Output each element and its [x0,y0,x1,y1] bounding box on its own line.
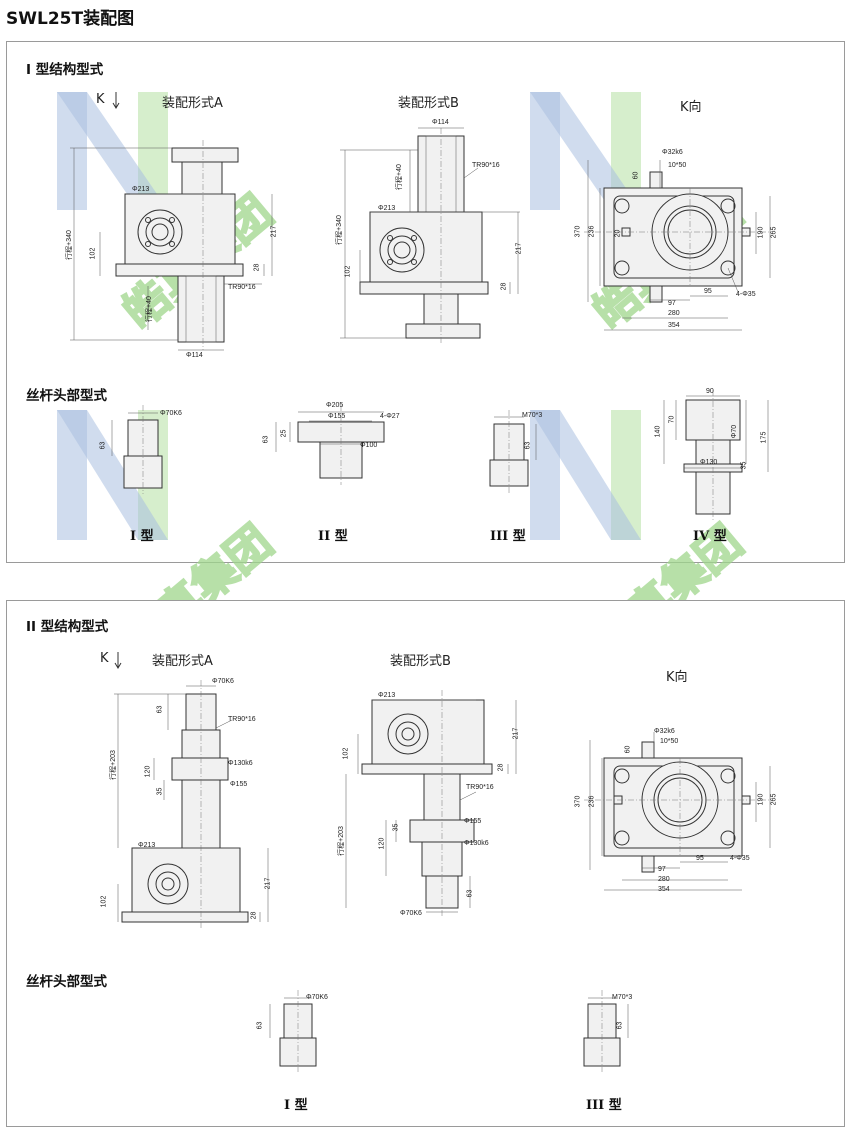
dim-d155: Φ155 [230,781,248,788]
dim-w280: 280 [658,876,670,883]
dim-d130: Φ130k6 [228,760,253,767]
dim-d205: Φ205 [326,402,344,409]
dim-d70: Φ70K6 [400,910,422,917]
dim-d213: Φ213 [132,186,150,193]
dim-shaft: Φ32k6 [654,728,675,735]
assembly-b-label: 装配形式B [398,96,459,111]
dim-d70: Φ70K6 [160,410,182,417]
n-mark-logo [57,92,168,210]
dim-d213: Φ213 [378,692,396,699]
dim-key: 10*50 [668,162,687,169]
k-label: K [96,92,105,107]
k-view-label: K向 [666,670,688,685]
dim-key: 10*50 [660,738,679,745]
dim-w280: 280 [668,310,680,317]
type-2-label: II 型 [318,529,348,544]
dim-shaft: Φ32k6 [662,149,683,156]
dim-w97: 97 [668,300,676,307]
n-mark-logo [530,410,641,540]
dim-tr: TR90*16 [228,716,256,723]
k-label: K [100,651,109,666]
n-mark-logo [530,92,641,210]
dim-m70: M70*3 [522,412,543,419]
type-1-label: I 型 [130,529,154,544]
section-1-title: I 型结构型式 [26,62,104,78]
dim-tr: TR90*16 [228,284,256,291]
type-1-label: I 型 [284,1098,308,1113]
type-3-label: III 型 [586,1098,622,1113]
assembly-b-label: 装配形式B [390,654,451,669]
dim-w97: 97 [658,866,666,873]
dim-d155: Φ155 [328,413,346,420]
dim-d155: Φ155 [464,818,482,825]
page-title: SWL25T装配图 [6,9,135,29]
dim-d114: Φ114 [432,119,449,126]
dim-d114: Φ114 [186,352,203,359]
dim-w95: 95 [704,288,712,295]
k-view-label: K向 [680,100,702,115]
screw-head-title: 丝杆头部型式 [26,388,107,404]
dim-w95: 95 [696,855,704,862]
dim-holes: 4-Φ35 [730,855,750,862]
type-4-label: IV 型 [693,529,727,544]
dim-h63: 63 [616,1021,624,1030]
dim-w354: 354 [658,886,670,893]
dim-d100: Φ100 [360,442,378,449]
dim-tr: TR90*16 [466,784,494,791]
dim-d70: Φ70K6 [212,678,234,685]
dim-tr: TR90*16 [472,162,500,169]
screw-head-title: 丝杆头部型式 [26,974,107,990]
dim-d70: Φ70K6 [306,994,328,1001]
dim-w90: 90 [706,388,714,395]
dim-holes: 4-Φ27 [380,413,400,420]
assembly-a-label: 装配形式A [152,654,213,669]
assembly-a-label: 装配形式A [162,96,223,111]
dim-d130: Φ130k6 [464,840,489,847]
dim-d213: Φ213 [378,205,396,212]
section-2-title: II 型结构型式 [26,619,109,635]
dim-holes: 4-Φ35 [736,291,756,298]
dim-d213: Φ213 [138,842,156,849]
type-3-label: III 型 [490,529,526,544]
dim-d130: Φ130 [700,459,718,466]
dim-w354: 354 [668,322,680,329]
dim-m70: M70*3 [612,994,633,1001]
